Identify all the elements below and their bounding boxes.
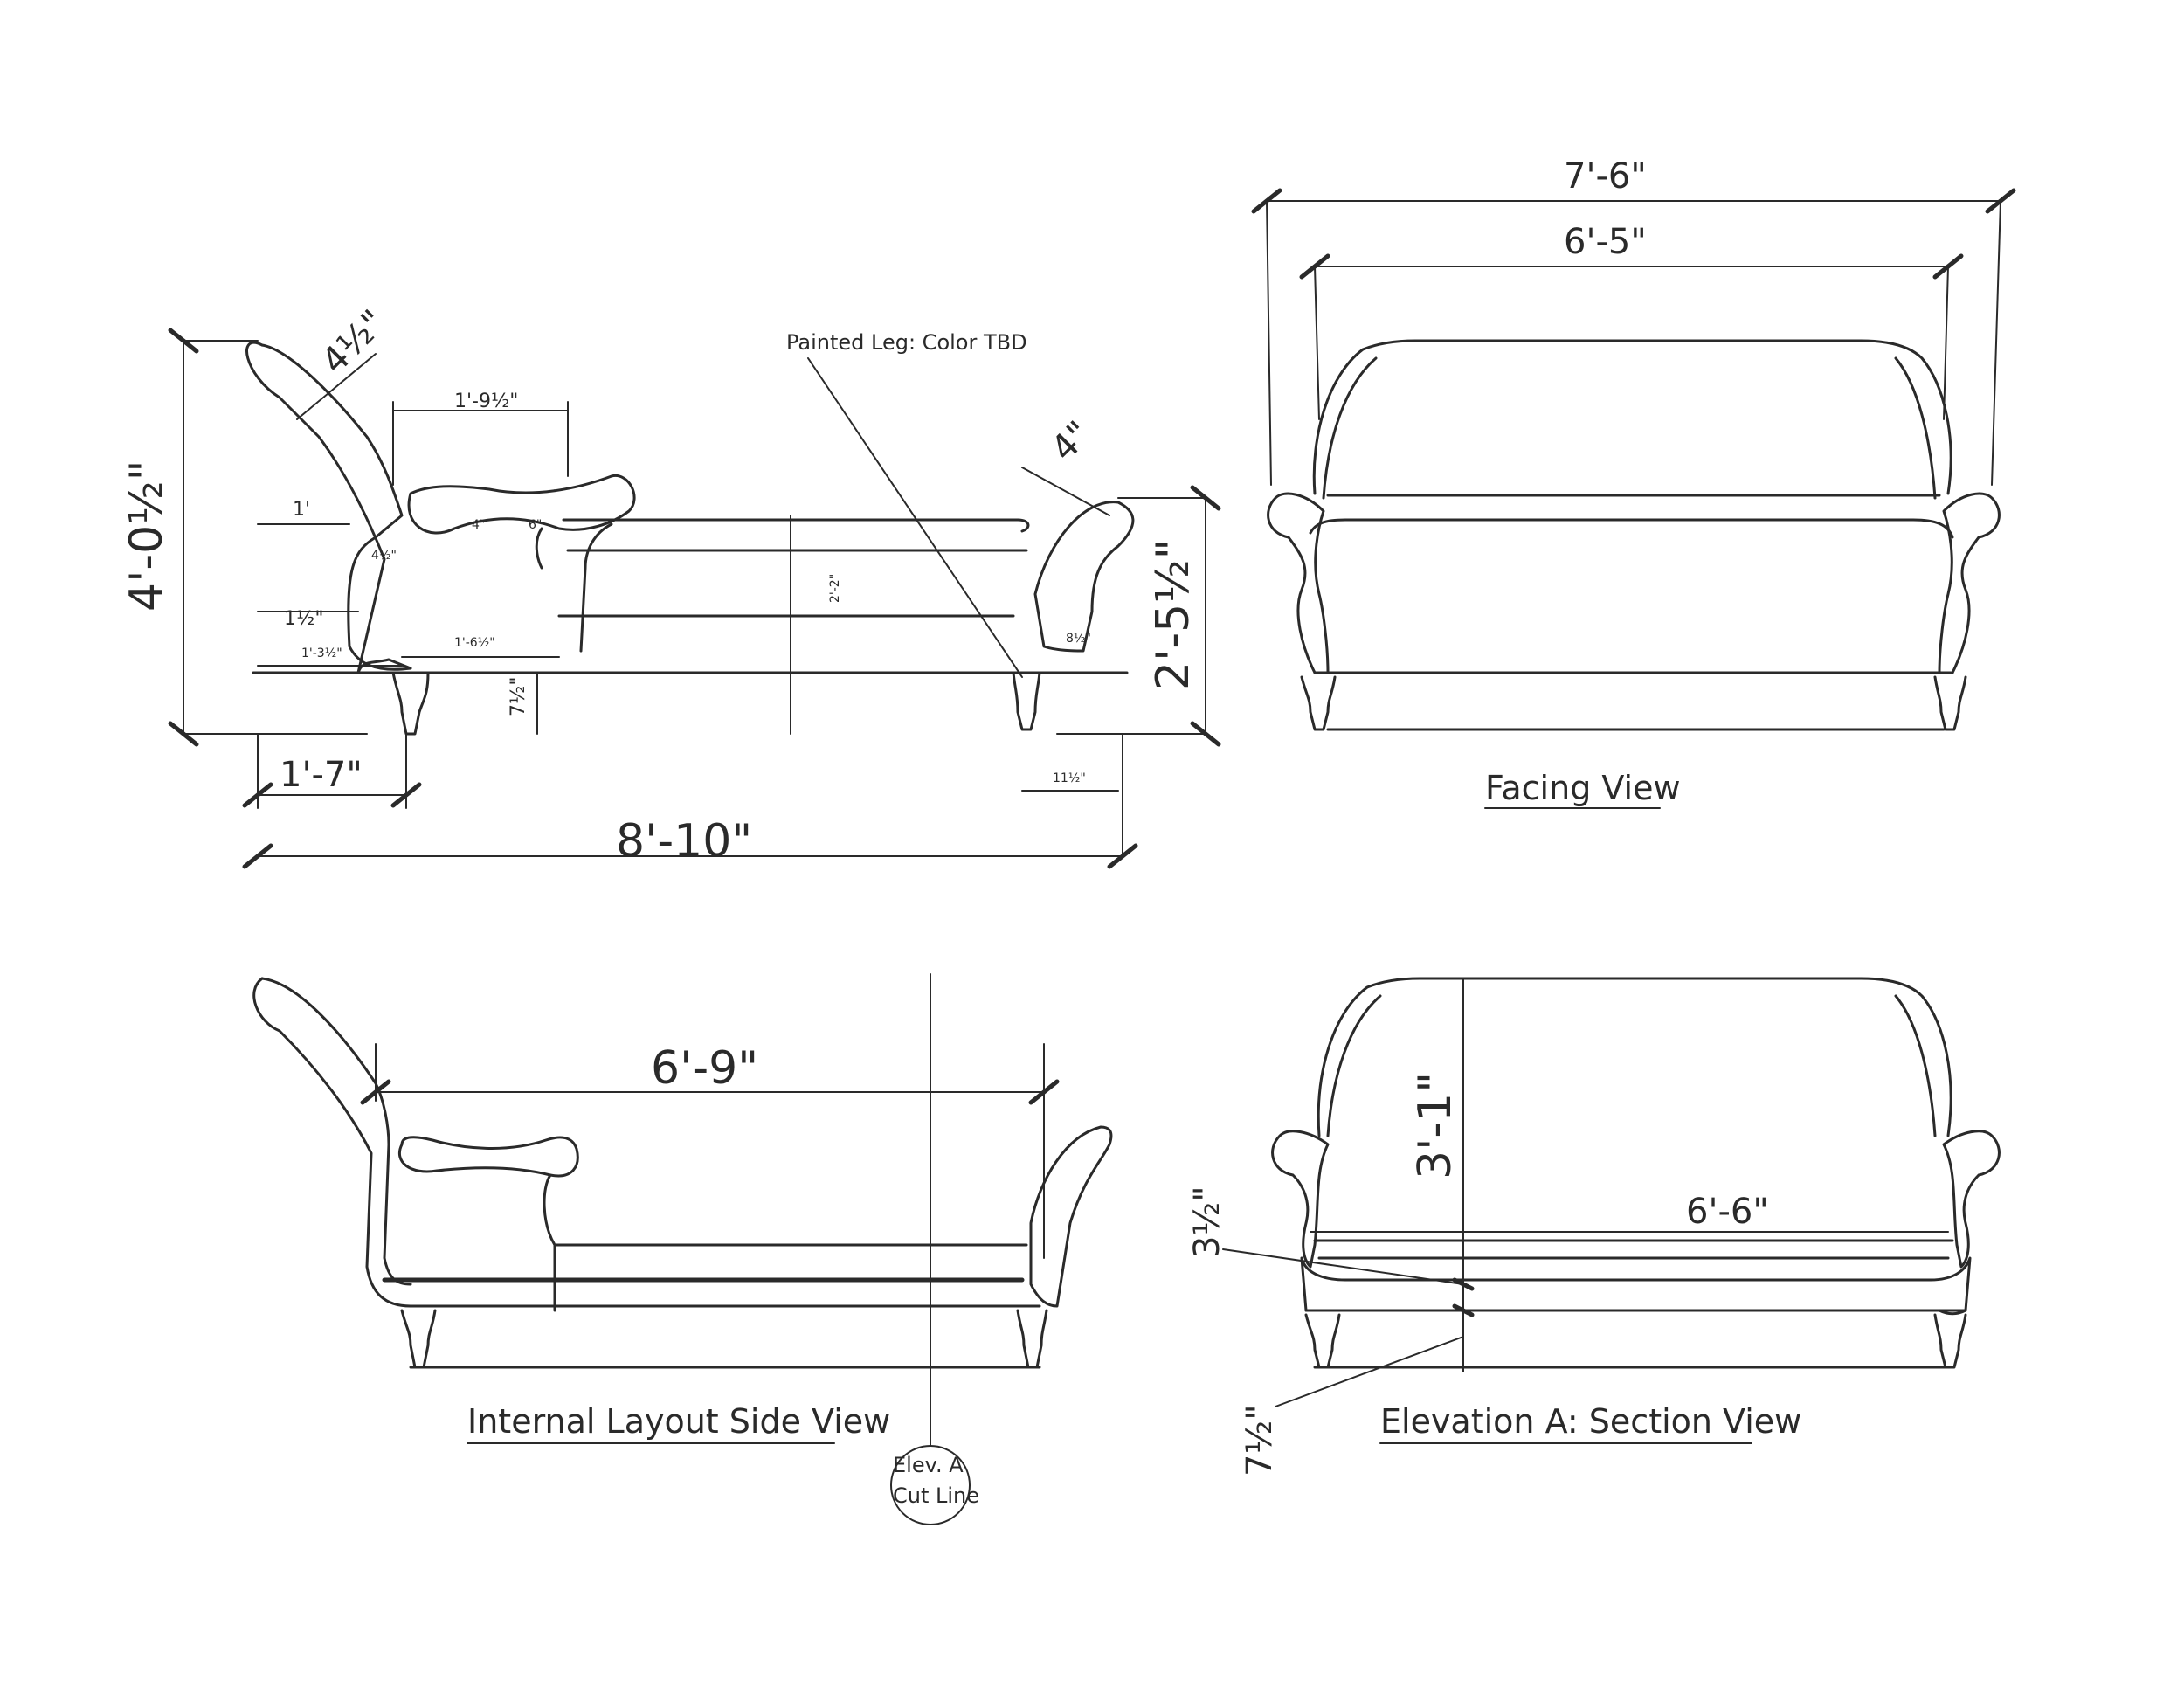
section-view-back xyxy=(1317,977,1952,1137)
dim-lower-offset: 1½" xyxy=(284,608,323,630)
dim-inner-width: 6'-5" xyxy=(1564,222,1647,262)
note-painted-leg: Painted Leg: Color TBD xyxy=(786,330,1027,355)
dim-end-arm-thickness: 4" xyxy=(1044,414,1100,470)
facing-view: 7'-6" 6'-5" Facing View xyxy=(1251,156,2016,809)
side-view-left-arm-body xyxy=(535,522,613,653)
facing-view-back-inner xyxy=(1322,356,1937,500)
section-view-back-inner xyxy=(1326,994,1937,1137)
dim-seat-height: 2'-2" xyxy=(828,574,842,603)
section-view-title: Elevation A: Section View xyxy=(1380,1402,1801,1441)
dim-seat-deck-left: 1'-3½" xyxy=(301,646,342,660)
cut-line-marker xyxy=(890,1445,971,1525)
side-view-left-leg xyxy=(391,671,430,736)
facing-view-right-leg xyxy=(1933,675,1967,731)
internal-view: 6'-9" Elev. A Cut Line Internal Layout S… xyxy=(252,973,1113,1525)
dim-back-height: 3'-1" xyxy=(1409,1072,1462,1179)
dim-overall-height: 4'-0½" xyxy=(121,460,173,612)
internal-view-title: Internal Layout Side View xyxy=(467,1402,890,1441)
section-view-right-leg xyxy=(1933,1313,1967,1369)
section-view-right-arm xyxy=(1942,1130,2001,1269)
section-view-left-leg xyxy=(1304,1313,1341,1369)
section-view: 3'-1" 6'-6" 3½" 7½" Elevation A: Section… xyxy=(1187,977,2001,1476)
dim-leg-base-offset: 1'-7" xyxy=(280,755,363,795)
internal-view-back-inner xyxy=(260,977,412,1286)
facing-view-left-leg xyxy=(1300,675,1337,731)
cut-line-label-1: Elev. A xyxy=(893,1453,964,1477)
side-view: 4'-0½" 4½" 1'-9½" 4" 2'-5½" 1' 4½" 4" 6"… xyxy=(121,302,1221,869)
dim-leg-base-right: 11½" xyxy=(1053,771,1086,785)
dim-seat-width: 6'-6" xyxy=(1686,1192,1769,1232)
side-view-back-inner xyxy=(260,343,412,671)
side-view-right-leg xyxy=(1012,671,1041,731)
facing-view-title: Facing View xyxy=(1485,769,1681,807)
painted-leg-leader xyxy=(807,357,1023,678)
section-view-seat xyxy=(1300,1256,1972,1316)
dim-arm-pad-3: 6" xyxy=(529,518,542,532)
dim-arm-pad-1: 4½" xyxy=(371,549,397,563)
internal-view-back xyxy=(252,977,412,1308)
internal-view-armrest xyxy=(398,1136,579,1178)
dim-seat-deck-mid: 1'-6½" xyxy=(454,636,495,650)
facing-view-right-arm xyxy=(1938,492,2001,674)
dim-section-leg-height: 7½" xyxy=(1240,1404,1280,1476)
section-view-left-arm xyxy=(1271,1130,1330,1269)
side-view-right-arm xyxy=(1033,501,1135,653)
dim-arm-height-right: 2'-5½" xyxy=(1147,538,1199,690)
side-view-seat-top-end xyxy=(1016,518,1030,533)
dim-arm-top-length: 1'-9½" xyxy=(454,391,518,412)
facing-view-seat-cushion xyxy=(1309,518,1954,539)
dim-overall-length: 8'-10" xyxy=(616,815,752,868)
dim-cushion-thickness: 3½" xyxy=(1187,1186,1227,1258)
cut-line-label-2: Cut Line xyxy=(893,1483,979,1508)
facing-view-left-arm xyxy=(1267,492,1330,674)
dim-right-leg-offset: 8½" xyxy=(1066,632,1091,646)
dim-arm-thickness-left: 4½" xyxy=(314,302,394,382)
dim-overall-width: 7'-6" xyxy=(1564,156,1647,197)
dim-back-depth: 1' xyxy=(293,499,310,521)
internal-view-left-leg xyxy=(400,1309,437,1369)
dim-leg-height: 7½" xyxy=(508,677,529,716)
internal-view-right-arm xyxy=(1029,1125,1113,1308)
side-view-left-armrest xyxy=(407,474,636,535)
internal-view-right-leg xyxy=(1016,1309,1048,1369)
dim-arm-pad-2: 4" xyxy=(472,518,485,532)
internal-view-arm-post xyxy=(543,1173,556,1312)
dim-interior-length: 6'-9" xyxy=(651,1042,758,1095)
facing-view-back xyxy=(1312,339,1952,495)
